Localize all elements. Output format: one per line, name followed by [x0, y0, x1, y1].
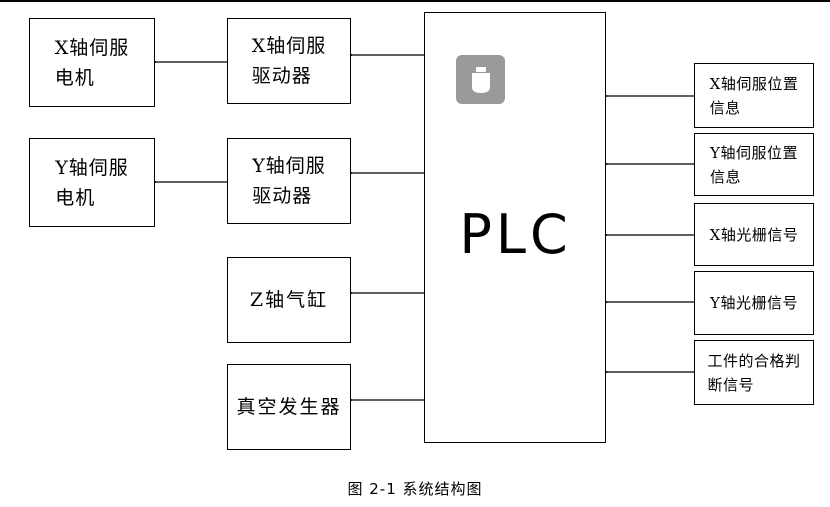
plc-badge	[456, 55, 505, 104]
top-rule	[0, 0, 830, 2]
label-y-motor: Y轴伺服 电机	[55, 156, 129, 209]
label-y-driver: Y轴伺服 驱动器	[252, 155, 326, 207]
plc-label: PLC	[459, 203, 572, 266]
figure-caption: 图 2-1 系统结构图	[347, 480, 483, 498]
label-x-grating: X轴光栅信号	[709, 225, 799, 244]
box-x-driver: X轴伺服 驱动器	[227, 18, 351, 104]
label-x-driver: X轴伺服 驱动器	[251, 35, 327, 87]
box-y-driver: Y轴伺服 驱动器	[227, 138, 351, 224]
box-qualified: 工件的合格判 断信号	[694, 340, 814, 405]
box-x-position: X轴伺服位置 信息	[694, 63, 814, 128]
plc-block	[424, 12, 606, 443]
box-y-position: Y轴伺服位置 信息	[694, 133, 814, 196]
label-x-motor: X轴伺服 电机	[54, 36, 130, 89]
box-y-motor: Y轴伺服 电机	[29, 138, 155, 227]
cup-icon	[471, 66, 490, 93]
label-vacuum-generator: 真空发生器	[236, 396, 342, 418]
label-z-cylinder: Z轴气缸	[249, 289, 329, 311]
label-y-position: Y轴伺服位置 信息	[710, 143, 798, 186]
label-y-grating: Y轴光栅信号	[710, 294, 798, 312]
box-x-grating: X轴光栅信号	[694, 203, 814, 266]
box-x-motor: X轴伺服 电机	[29, 18, 155, 107]
box-y-grating: Y轴光栅信号	[694, 271, 814, 335]
box-z-cylinder: Z轴气缸	[227, 257, 351, 343]
box-vacuum-generator: 真空发生器	[227, 364, 351, 450]
label-x-position: X轴伺服位置 信息	[709, 74, 799, 117]
label-qualified: 工件的合格判 断信号	[707, 351, 801, 394]
